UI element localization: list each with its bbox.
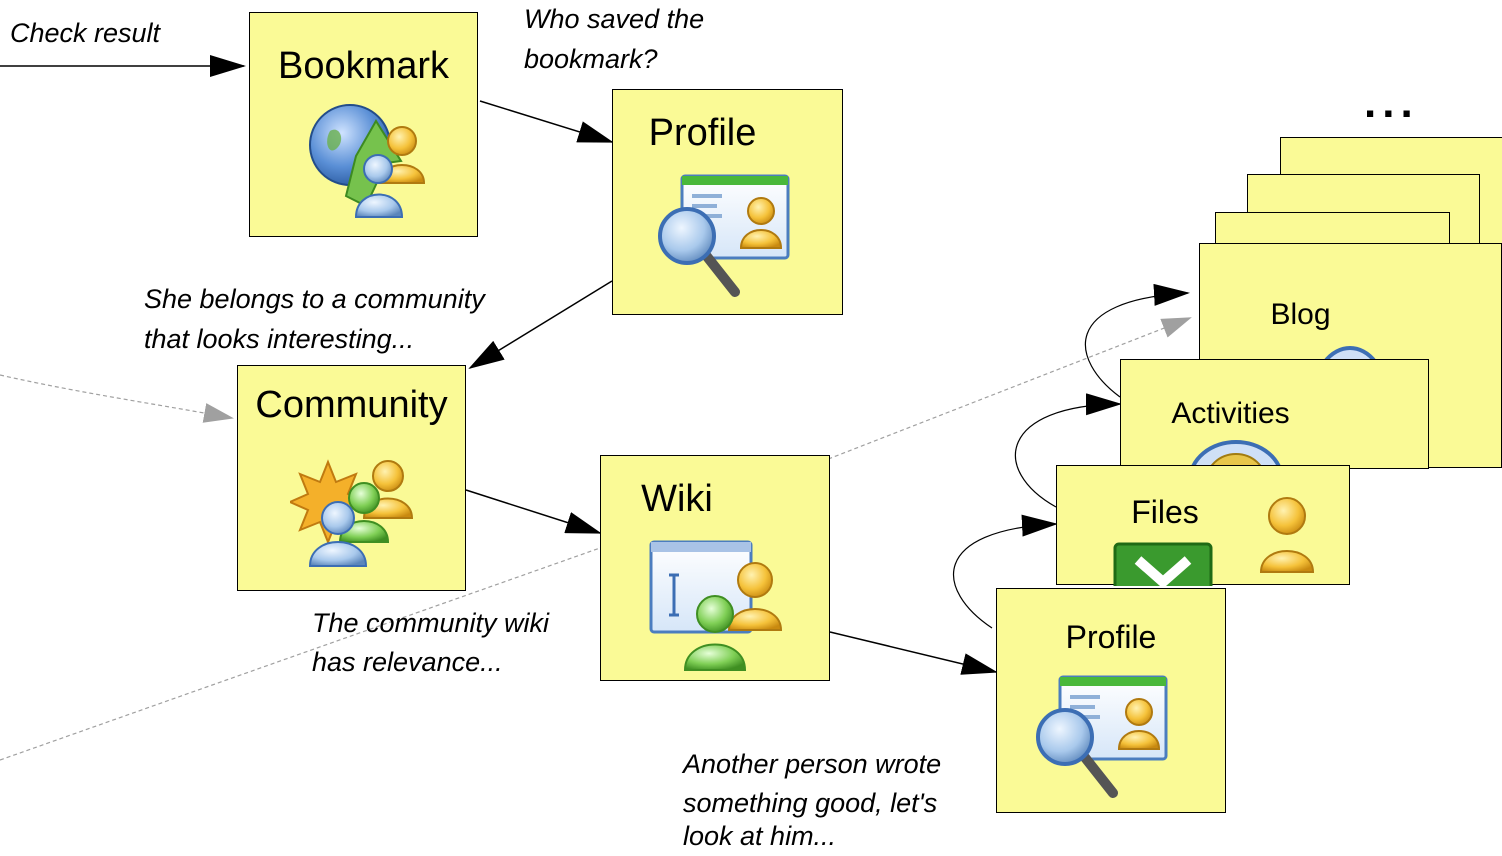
annotation-who-saved-line1: Who saved the [524, 4, 705, 34]
profile-box[interactable]: Profile [612, 89, 843, 315]
profile2-box[interactable]: Profile [996, 588, 1226, 813]
activities-title: Activities [1171, 397, 1290, 430]
profile-magnifier-icon [658, 174, 790, 297]
arrow-bookmark-to-profile [479, 100, 614, 143]
blog-title: Blog [1270, 298, 1331, 331]
profile-title: Profile [648, 112, 757, 154]
dashed-arrow-to-community [0, 374, 234, 423]
bookmark-box[interactable]: Bookmark [249, 12, 478, 237]
ellipsis-more: ... [1364, 78, 1419, 127]
arrow-profile-to-community [468, 280, 613, 370]
annotation-wiki-relevance-line2: has relevance... [312, 647, 503, 677]
community-people-icon [290, 459, 414, 567]
wiki-box[interactable]: Wiki [600, 455, 830, 681]
annotation-wiki-relevance-line1: The community wiki [312, 608, 550, 638]
wiki-people-icon [649, 540, 783, 671]
files-box[interactable]: Files [1056, 465, 1350, 586]
arrow-wiki-to-profile [829, 631, 998, 675]
bookmark-globe-icon [309, 104, 426, 218]
annotation-who-saved-line2: bookmark? [524, 44, 658, 74]
annotation-another-person-line2: something good, let's [683, 788, 938, 818]
annotation-check-result: Check result [10, 18, 161, 48]
annotation-another-person-line1: Another person wrote [683, 749, 942, 779]
annotation-she-belongs-line2: that looks interesting... [144, 324, 415, 354]
arrow-community-to-wiki [465, 489, 602, 534]
curve-profile-to-files [953, 514, 1058, 629]
curve-activities-to-blog [1084, 283, 1190, 398]
profile2-title: Profile [1065, 619, 1157, 655]
dashed-line-lower [0, 547, 601, 761]
community-box[interactable]: Community [237, 365, 466, 591]
files-title: Files [1131, 494, 1199, 530]
files-icon [1113, 542, 1213, 586]
files-person-icon [1259, 497, 1315, 573]
activities-box[interactable]: Activities [1120, 359, 1429, 470]
wiki-title: Wiki [641, 478, 713, 520]
profile-magnifier-icon-2 [1036, 675, 1168, 798]
curve-files-to-activities [1014, 393, 1122, 508]
bookmark-title: Bookmark [277, 45, 450, 87]
community-title: Community [255, 384, 448, 426]
annotation-she-belongs-line1: She belongs to a community [144, 284, 485, 314]
annotation-another-person-line3: look at him... [683, 821, 837, 851]
